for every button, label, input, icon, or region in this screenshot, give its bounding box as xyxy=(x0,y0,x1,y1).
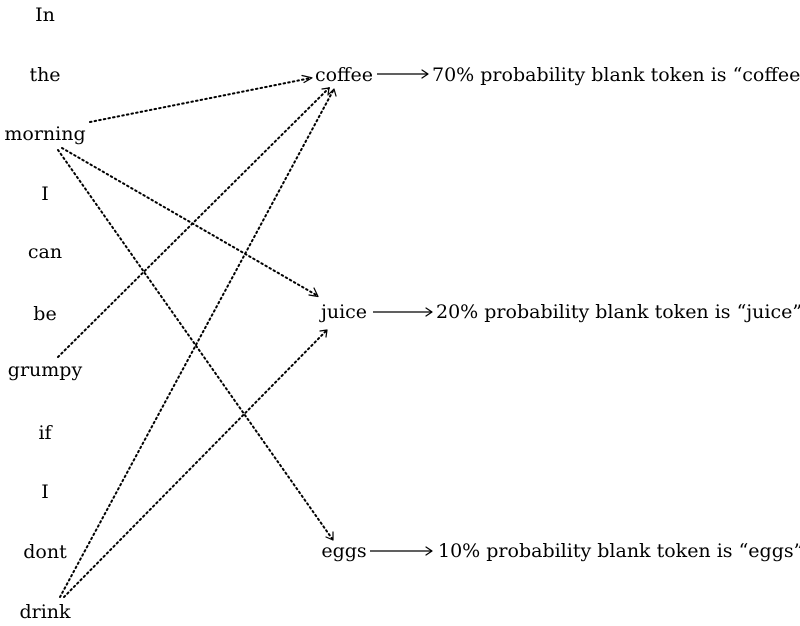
token-in: In xyxy=(35,4,55,26)
sentence-tokens: In the morning I can be grumpy if I dont… xyxy=(4,4,85,623)
candidate-tokens: coffee juice eggs xyxy=(315,64,373,562)
attention-links xyxy=(57,74,337,598)
token-if: if xyxy=(38,422,53,444)
arrowhead-coffee-probability xyxy=(421,69,429,79)
link-morning-coffee xyxy=(89,77,312,123)
link-drink-juice xyxy=(63,329,328,598)
arrowhead-morning-juice xyxy=(308,287,319,298)
arrowhead-juice-probability xyxy=(425,307,433,317)
token-dont: dont xyxy=(23,541,67,563)
token-the: the xyxy=(29,64,60,86)
arrowhead-eggs-probability xyxy=(425,546,433,556)
arrowhead-morning-eggs xyxy=(325,531,334,541)
token-be: be xyxy=(33,303,56,325)
probability-arrows xyxy=(370,69,433,556)
link-grumpy-coffee xyxy=(57,87,330,358)
token-can: can xyxy=(28,241,62,263)
arrowhead-drink-juice xyxy=(319,329,328,338)
probability-eggs: 10% probability blank token is “eggs” xyxy=(438,540,800,562)
probability-statements: 70% probability blank token is “coffee” … xyxy=(432,64,800,562)
token-drink: drink xyxy=(19,601,71,623)
token-i-first: I xyxy=(41,183,49,205)
candidate-coffee: coffee xyxy=(315,64,373,86)
probability-coffee: 70% probability blank token is “coffee” xyxy=(432,64,800,86)
link-morning-eggs xyxy=(57,149,334,541)
token-i-second: I xyxy=(41,481,49,503)
token-morning: morning xyxy=(4,123,85,145)
token-grumpy: grumpy xyxy=(8,359,83,381)
probability-juice: 20% probability blank token is “juice” xyxy=(436,301,800,323)
candidate-juice: juice xyxy=(319,301,367,323)
arrowhead-drink-coffee xyxy=(328,88,337,97)
arrowhead-grumpy-coffee xyxy=(321,87,330,96)
candidate-eggs: eggs xyxy=(321,540,366,562)
link-drink-coffee xyxy=(59,88,335,598)
link-morning-juice xyxy=(61,147,319,297)
arrowhead-morning-coffee xyxy=(301,74,313,84)
